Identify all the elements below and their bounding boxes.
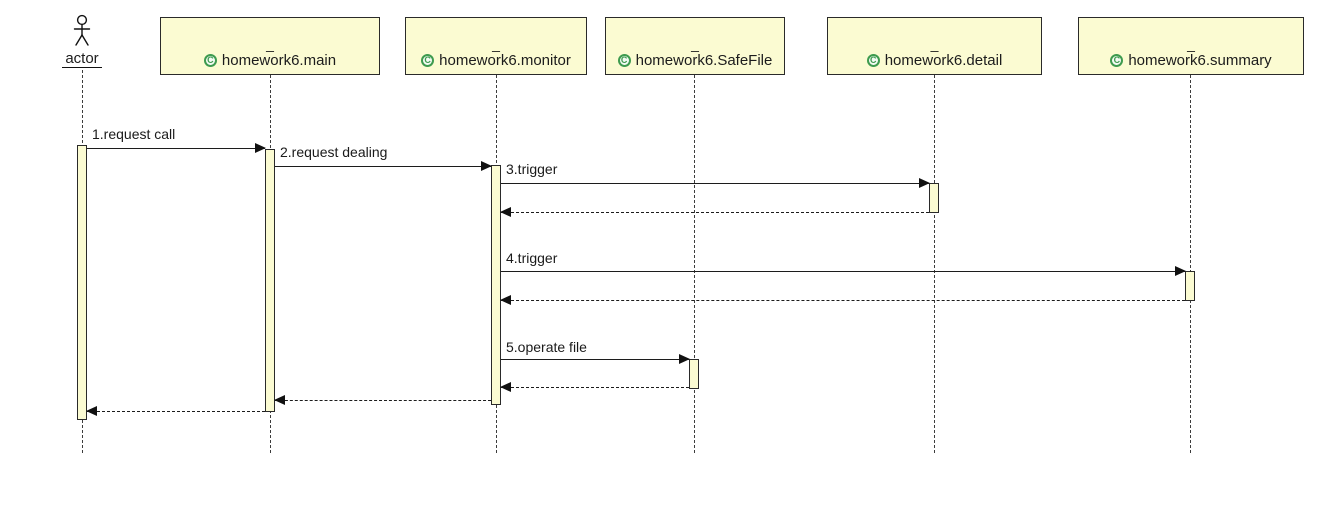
message-label[interactable]: 3.trigger — [506, 161, 558, 177]
arrowhead-right-icon — [679, 354, 690, 364]
message-label[interactable]: 2.request dealing — [280, 144, 388, 160]
participant-label: homework6.summary — [1128, 52, 1272, 69]
return-detail-to-monitor[interactable] — [500, 207, 929, 217]
participant-label: homework6.monitor — [439, 52, 571, 69]
participant-title: C homework6.SafeFile — [617, 52, 773, 69]
participant-monitor[interactable]: _ C homework6.monitor — [405, 17, 587, 75]
instance-name: _ — [1187, 36, 1195, 52]
class-icon: C — [866, 54, 880, 67]
participant-title: C homework6.monitor — [421, 52, 571, 69]
activation-detail[interactable] — [929, 183, 939, 213]
arrowhead-left-icon — [500, 382, 511, 392]
arrowhead-right-icon — [1175, 266, 1186, 276]
activation-summary[interactable] — [1185, 271, 1195, 301]
return-safefile-to-monitor[interactable] — [500, 382, 689, 392]
participant-label: homework6.main — [221, 52, 337, 69]
activation-actor[interactable] — [77, 145, 87, 420]
participant-label: homework6.detail — [884, 52, 1003, 69]
participant-summary[interactable]: _ C homework6.summary — [1078, 17, 1304, 75]
message-operate-file[interactable] — [501, 354, 690, 364]
activation-safefile[interactable] — [689, 359, 699, 389]
instance-name: _ — [930, 36, 939, 52]
class-icon: C — [617, 54, 631, 67]
lifeline-safefile[interactable] — [694, 75, 695, 453]
class-icon: C — [421, 54, 435, 67]
arrowhead-left-icon — [86, 406, 97, 416]
participant-detail[interactable]: _ C homework6.detail — [827, 17, 1042, 75]
return-summary-to-monitor[interactable] — [500, 295, 1185, 305]
arrowhead-left-icon — [500, 207, 511, 217]
message-request-dealing[interactable] — [275, 161, 492, 171]
participant-label: homework6.SafeFile — [635, 52, 773, 69]
message-trigger-detail[interactable] — [501, 178, 930, 188]
instance-name: _ — [492, 36, 500, 52]
return-main-to-actor[interactable] — [86, 406, 265, 416]
arrowhead-right-icon — [919, 178, 930, 188]
class-icon: C — [1110, 54, 1124, 67]
arrowhead-left-icon — [274, 395, 285, 405]
message-label[interactable]: 1.request call — [92, 126, 176, 142]
participant-main[interactable]: _ C homework6.main — [160, 17, 380, 75]
instance-name: _ — [691, 36, 699, 52]
message-label[interactable]: 4.trigger — [506, 250, 558, 266]
participant-safefile[interactable]: _ C homework6.SafeFile — [605, 17, 785, 75]
actor-icon — [73, 14, 91, 46]
participant-title: C homework6.main — [203, 52, 337, 69]
message-trigger-summary[interactable] — [501, 266, 1186, 276]
instance-name: _ — [266, 36, 274, 52]
return-monitor-to-main[interactable] — [274, 395, 491, 405]
lifeline-summary[interactable] — [1190, 75, 1191, 453]
arrowhead-right-icon — [255, 143, 266, 153]
participant-title: C homework6.summary — [1110, 52, 1272, 69]
message-request-call[interactable] — [87, 143, 266, 153]
message-label[interactable]: 5.operate file — [506, 339, 587, 355]
actor-label: actor — [62, 50, 102, 68]
arrowhead-left-icon — [500, 295, 511, 305]
arrowhead-right-icon — [481, 161, 492, 171]
activation-monitor[interactable] — [491, 165, 501, 405]
lifeline-detail[interactable] — [934, 75, 935, 453]
participant-title: C homework6.detail — [866, 52, 1003, 69]
actor[interactable]: actor — [58, 14, 106, 68]
activation-main[interactable] — [265, 149, 275, 412]
class-icon: C — [203, 54, 217, 67]
